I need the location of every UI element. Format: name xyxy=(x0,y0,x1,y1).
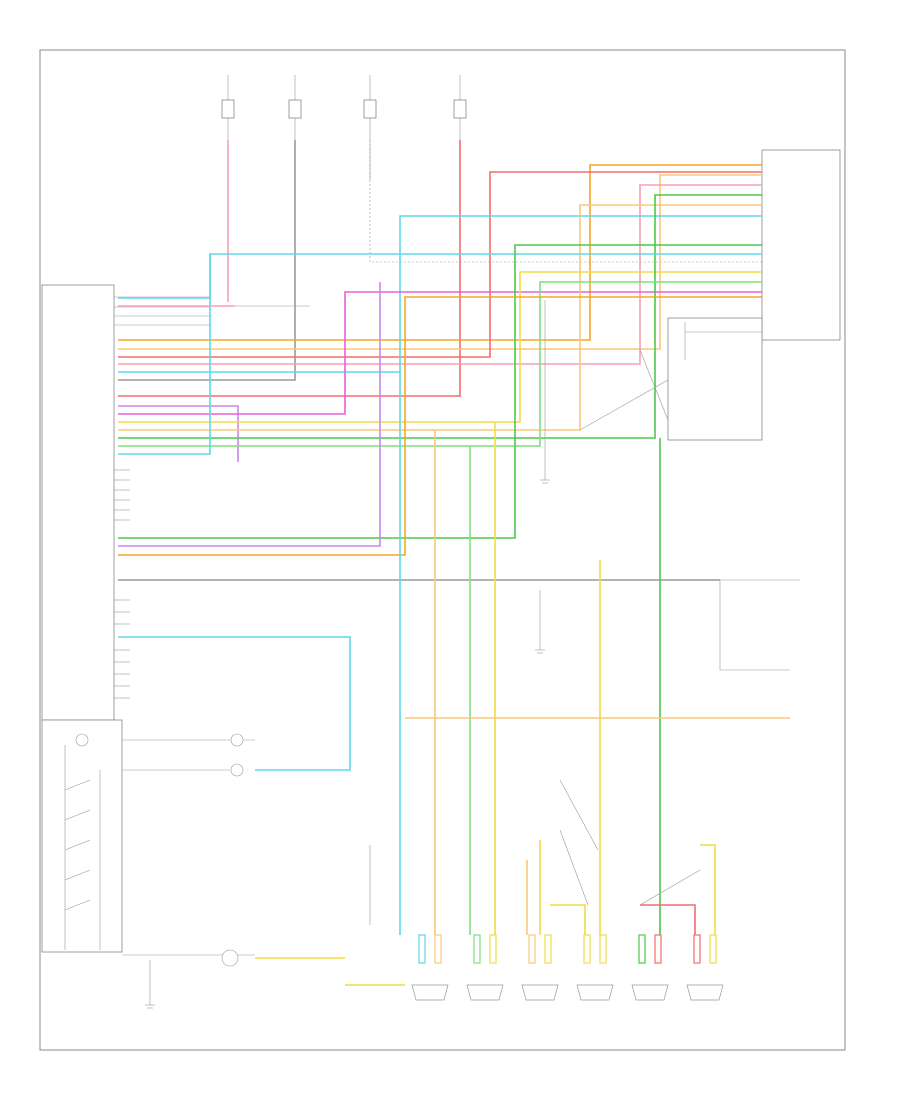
speaker-terminal xyxy=(654,934,662,964)
wire-speaker-lightorange xyxy=(118,174,762,350)
speaker-body xyxy=(631,984,669,1001)
speaker-group xyxy=(411,934,724,1001)
ground-symbols xyxy=(145,300,550,1009)
speaker-4 xyxy=(576,934,614,1001)
speaker-terminal xyxy=(599,934,607,964)
wire-speaker-orange xyxy=(118,164,762,341)
speaker-2 xyxy=(466,934,504,1001)
wire-rear-tweeter xyxy=(640,904,696,935)
power-wire-red xyxy=(118,140,461,397)
amplifier-connector-box xyxy=(761,149,841,341)
wire-rear-right xyxy=(700,844,716,935)
radio-pin-rows xyxy=(114,296,210,699)
wire-lightgreen xyxy=(118,281,762,447)
steering-switch-box xyxy=(41,719,123,953)
speaker-terminal xyxy=(544,934,552,964)
wire-yellow xyxy=(118,271,762,423)
speaker-terminal xyxy=(709,934,717,964)
speaker-terminal xyxy=(528,934,536,964)
power-wire-gray xyxy=(118,140,296,381)
speaker-body xyxy=(466,984,504,1001)
wire-speaker-cyan xyxy=(118,215,762,373)
speaker-terminal xyxy=(638,934,646,964)
wire-green xyxy=(118,194,762,439)
power-feed-lines xyxy=(221,75,467,180)
radio-unit-box xyxy=(41,284,115,721)
wire-green-mid xyxy=(118,244,762,539)
speaker-6 xyxy=(686,934,724,1001)
amplifier-lower-box xyxy=(667,317,763,441)
speaker-5 xyxy=(631,934,669,1001)
diagram-frame xyxy=(39,49,846,1051)
speaker-body xyxy=(576,984,614,1001)
wire-magenta xyxy=(118,291,762,415)
wire-antenna xyxy=(118,255,211,299)
callout-leaders xyxy=(559,322,790,906)
speaker-1 xyxy=(411,934,449,1001)
speaker-terminal xyxy=(489,934,497,964)
wire-steering-cyan xyxy=(118,636,351,771)
wire-speaker-pink xyxy=(118,184,762,365)
wire-orange-mid xyxy=(118,296,762,556)
speaker-terminal xyxy=(434,934,442,964)
wire-violet-ground xyxy=(118,405,239,462)
speaker-terminal xyxy=(583,934,591,964)
wire-violet-mid xyxy=(118,282,381,547)
speaker-body xyxy=(686,984,724,1001)
speaker-body xyxy=(521,984,559,1001)
feed-dashed xyxy=(369,140,762,263)
speaker-terminal xyxy=(693,934,701,964)
speaker-3 xyxy=(521,934,559,1001)
wire-lightorange-2 xyxy=(118,204,762,431)
wire-front-tweeter xyxy=(550,904,586,935)
wire-speaker-red xyxy=(118,171,762,358)
speaker-terminal xyxy=(418,934,426,964)
speaker-body xyxy=(411,984,449,1001)
steering-switches xyxy=(64,733,255,967)
wire-cyan-2 xyxy=(118,253,762,455)
speaker-terminal xyxy=(473,934,481,964)
